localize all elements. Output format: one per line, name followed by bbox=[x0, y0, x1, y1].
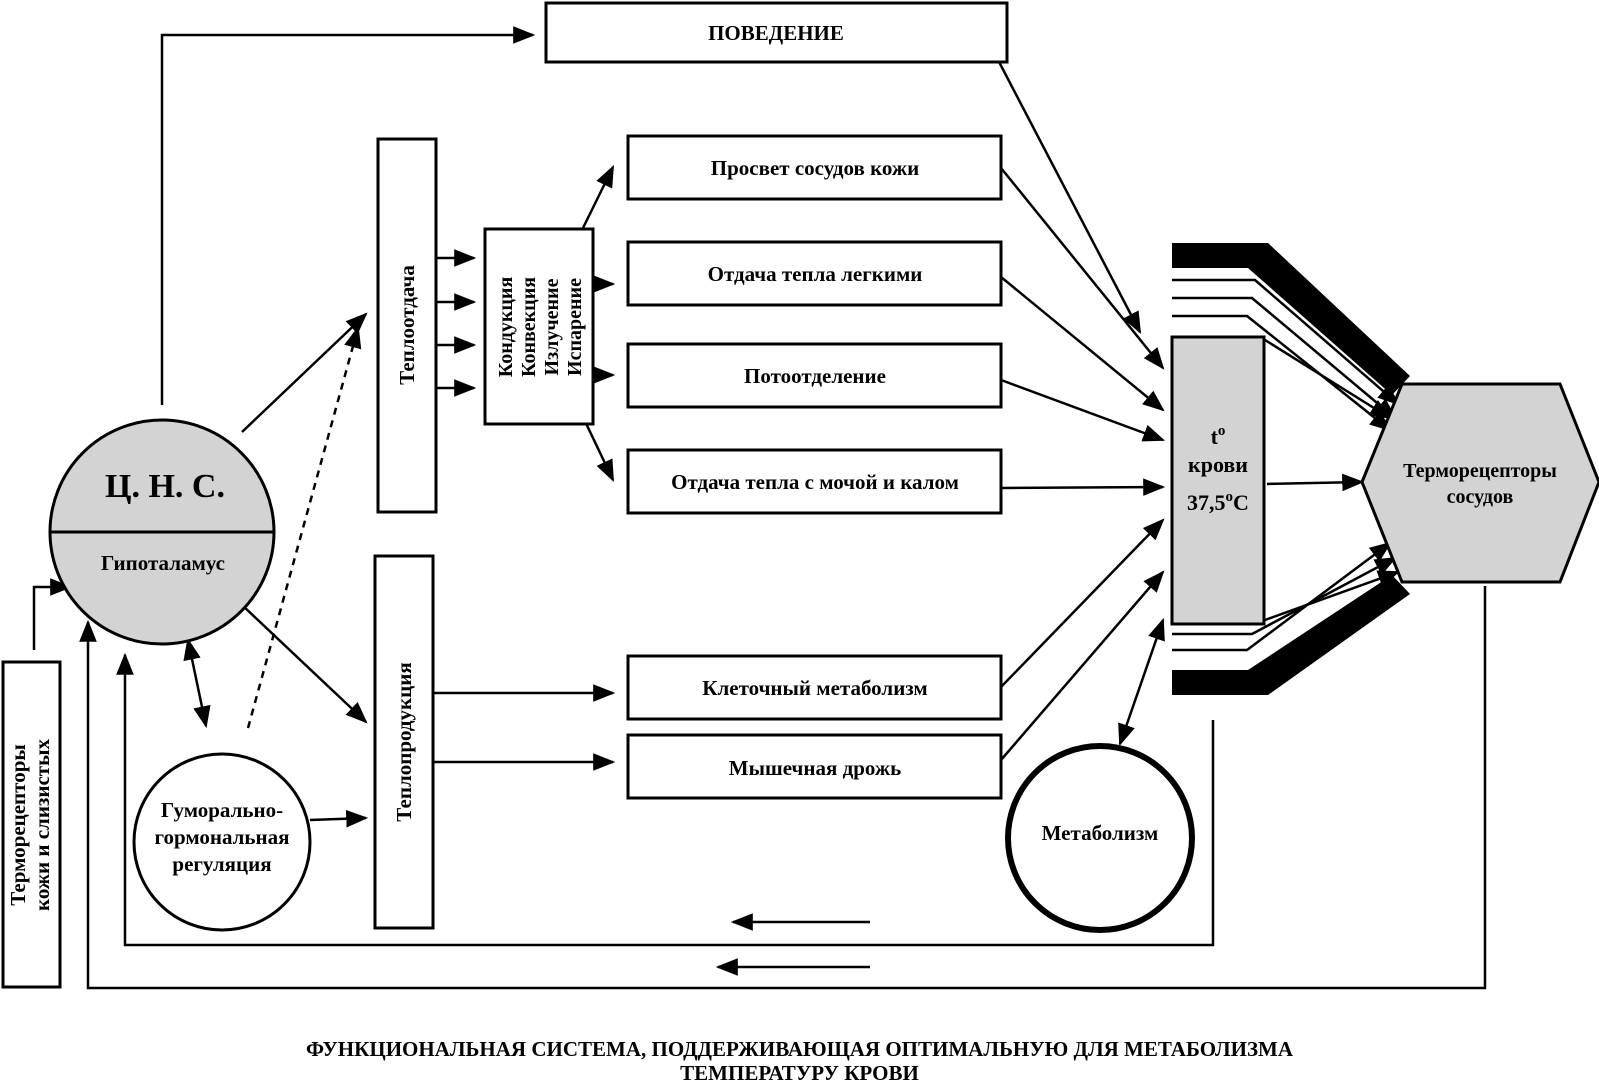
behavior-label: ПОВЕДЕНИЕ bbox=[708, 21, 844, 45]
fan-line-top-2 bbox=[1172, 296, 1397, 420]
mechanism-conduction-label: Кондукция bbox=[495, 277, 517, 378]
feedback-loop-outer bbox=[79, 586, 1487, 990]
fan-line-top-4 bbox=[1264, 338, 1392, 420]
blood-temp-t-label: to bbox=[1211, 423, 1226, 449]
arrow-mech-to-skin-vessels bbox=[581, 165, 615, 229]
dashed-humoral-to-heat-loss bbox=[246, 325, 362, 729]
shivering-label: Мышечная дрожь bbox=[729, 756, 901, 780]
lungs-label: Отдача тепла легкими bbox=[708, 262, 923, 286]
fan-line-top-1 bbox=[1172, 278, 1400, 406]
lungs-box bbox=[626, 240, 1003, 307]
fan-line-bottom-3 bbox=[1264, 570, 1401, 622]
diagram-caption: ФУНКЦИОНАЛЬНАЯ СИСТЕМА, ПОДДЕРЖИВАЮЩАЯ О… bbox=[0, 1037, 1599, 1085]
arrow-mech-to-excretion bbox=[581, 416, 615, 482]
skin-receptors-label-line-2: кожи и слизистых bbox=[30, 739, 54, 911]
metabolism-circle bbox=[1005, 743, 1195, 933]
arrow-skin-vessels-to-blood bbox=[1000, 167, 1165, 370]
excretion-label: Отдача тепла с мочой и калом bbox=[671, 470, 959, 494]
hypothalamus-label: Гипоталамус bbox=[101, 551, 225, 575]
humoral-circle bbox=[132, 752, 312, 932]
cell-metabolism-box bbox=[626, 654, 1003, 721]
skin-receptors-box bbox=[1, 660, 62, 989]
arrow-lungs-to-blood bbox=[1000, 276, 1165, 412]
mechanisms-box bbox=[483, 227, 595, 426]
excretion-box bbox=[626, 448, 1003, 515]
arrow-behavior-to-blood bbox=[983, 34, 1142, 334]
sweat-box bbox=[626, 342, 1003, 409]
functional-system-diagram: ПОВЕДЕНИЕ Теплоотдача Теплопродукция Кон… bbox=[1, 1, 1599, 990]
vessel-receptors-hexagon bbox=[1360, 382, 1599, 584]
arrow-cns-to-heat-loss bbox=[241, 312, 368, 433]
arrow-cns-to-behavior bbox=[160, 26, 536, 405]
cns-circle-outline bbox=[48, 418, 276, 646]
labels: ПОВЕДЕНИЕ Теплоотдача Теплопродукция Кон… bbox=[6, 21, 1557, 911]
cns-label: Ц. Н. С. bbox=[105, 468, 225, 505]
blood-temp-box bbox=[1170, 335, 1266, 626]
fan-band-bottom bbox=[1172, 575, 1410, 695]
mechanism-radiation-label: Излучение bbox=[541, 278, 563, 375]
cell-metabolism-label: Клеточный метаболизм bbox=[702, 676, 927, 700]
heat-production-box bbox=[373, 554, 435, 930]
feedback-loop-inner bbox=[116, 652, 1215, 947]
fan-line-top-3 bbox=[1172, 314, 1392, 432]
caption-line-1: ФУНКЦИОНАЛЬНАЯ СИСТЕМА, ПОДДЕРЖИВАЮЩАЯ О… bbox=[305, 1037, 1294, 1061]
blood-signal-fan bbox=[1172, 243, 1410, 695]
arrow-excretion-to-blood bbox=[1000, 478, 1166, 496]
arrow-skin-receptors-to-cns bbox=[32, 578, 73, 650]
boxes bbox=[1, 1, 1266, 989]
fan-line-bottom-2 bbox=[1172, 556, 1397, 636]
arrow-cns-to-heat-production bbox=[241, 604, 368, 724]
behavior-box bbox=[544, 1, 1009, 64]
skin-vessels-label: Просвет сосудов кожи bbox=[711, 156, 919, 180]
heat-production-label: Теплопродукция bbox=[392, 662, 416, 821]
arrow-metabolism-blood bbox=[1118, 617, 1165, 747]
metabolism-label: Метаболизм bbox=[1042, 821, 1159, 845]
heat-loss-label: Теплоотдача bbox=[395, 265, 419, 385]
blood-temp-value-label: 37,5oC bbox=[1187, 489, 1249, 515]
caption-line-2: ТЕМПЕРАТУРУ КРОВИ bbox=[680, 1061, 919, 1085]
arrow-humoral-to-heat-production bbox=[309, 809, 369, 828]
arrow-shivering-to-blood bbox=[1000, 570, 1165, 761]
humoral-label-line-2: гормональная bbox=[154, 825, 289, 849]
arrow-sweat-to-blood bbox=[1000, 378, 1166, 442]
humoral-label-line-3: регуляция bbox=[172, 852, 271, 876]
arrow-cell-metabolism-to-blood bbox=[1000, 518, 1165, 688]
cns-circle bbox=[48, 418, 276, 646]
shivering-box bbox=[626, 733, 1003, 800]
fan-line-bottom-1 bbox=[1172, 541, 1392, 652]
vessel-receptors-label-line-1: Терморецепторы bbox=[1403, 460, 1557, 482]
arrow-cns-humoral bbox=[183, 637, 211, 729]
mechanism-convection-label: Конвекция bbox=[518, 277, 540, 377]
arrow-blood-to-vessel-receptors bbox=[1266, 473, 1365, 492]
skin-receptors-label-line-1: Терморецепторы bbox=[6, 744, 30, 906]
mechanism-evaporation-label: Испарение bbox=[564, 278, 586, 376]
humoral-label-line-1: Гуморально- bbox=[161, 798, 283, 822]
fan-band-top bbox=[1172, 243, 1410, 395]
sweat-label: Потоотделение bbox=[744, 364, 886, 388]
vessel-receptors-label-line-2: сосудов bbox=[1447, 486, 1514, 508]
skin-vessels-box bbox=[626, 134, 1003, 201]
heat-loss-box bbox=[376, 137, 438, 514]
blood-temp-word-label: крови bbox=[1188, 452, 1248, 477]
